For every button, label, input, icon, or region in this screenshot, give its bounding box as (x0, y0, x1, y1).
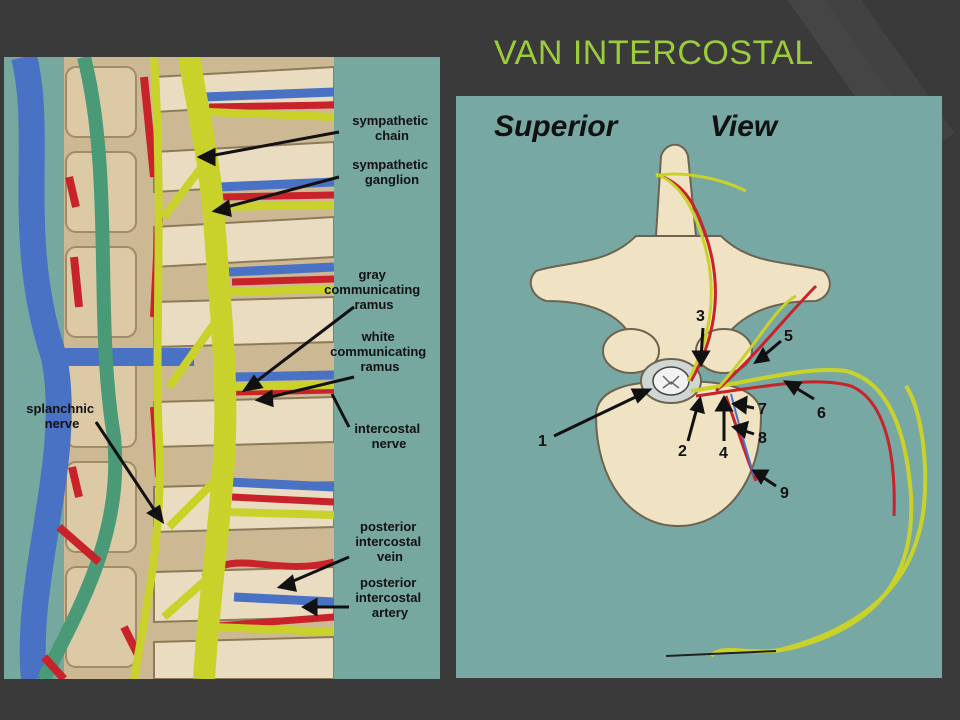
superior-view-figure: Superior View (456, 96, 942, 678)
label-number-9: 9 (780, 485, 789, 502)
label-posterior-intercostal-vein: posterior intercostal vein (355, 519, 424, 564)
figure-background (334, 57, 440, 679)
label-sympathetic-chain: sympathetic chain (352, 113, 432, 143)
label-pointers (94, 130, 355, 617)
splanchnic-nerve (130, 57, 164, 679)
label-number-3: 3 (696, 308, 705, 325)
label-posterior-intercostal-artery: posterior intercostal artery (355, 575, 424, 620)
gray-matter (662, 375, 680, 389)
superior-view-illustration: Superior View (494, 110, 928, 658)
spinal-cord (652, 366, 690, 396)
label-sympathetic-ganglion: sympathetic ganglion (352, 157, 432, 187)
sympathetic-trunk-figure: sympathetic chain sympathetic ganglion g… (4, 57, 440, 679)
sympathetic-chain (178, 57, 237, 679)
label-number-6: 6 (817, 405, 826, 422)
thoracic-vertebra (529, 143, 831, 528)
number-pointers (553, 327, 815, 488)
label-number-1: 1 (538, 433, 547, 450)
heading-view: View (710, 110, 779, 143)
label-intercostal-nerve: intercostal nerve (354, 421, 423, 451)
heading-superior: Superior (494, 110, 620, 143)
azygos-vein (11, 57, 72, 679)
thoracic-duct (37, 57, 123, 679)
sympathetic-trunk-illustration: sympathetic chain sympathetic ganglion g… (11, 57, 440, 679)
label-gray-communicating-ramus: gray communicating ramus (324, 267, 424, 312)
label-number-8: 8 (758, 430, 767, 447)
label-number-2: 2 (678, 443, 687, 460)
label-number-5: 5 (784, 328, 793, 345)
label-splanchnic-nerve: splanchnic nerve (26, 401, 98, 431)
slide-title: VAN INTERCOSTAL (494, 34, 814, 72)
intercostal-veins (203, 87, 335, 607)
label-white-communicating-ramus: white communicating ramus (330, 329, 430, 374)
label-number-7: 7 (758, 401, 767, 418)
label-number-4: 4 (719, 445, 728, 462)
